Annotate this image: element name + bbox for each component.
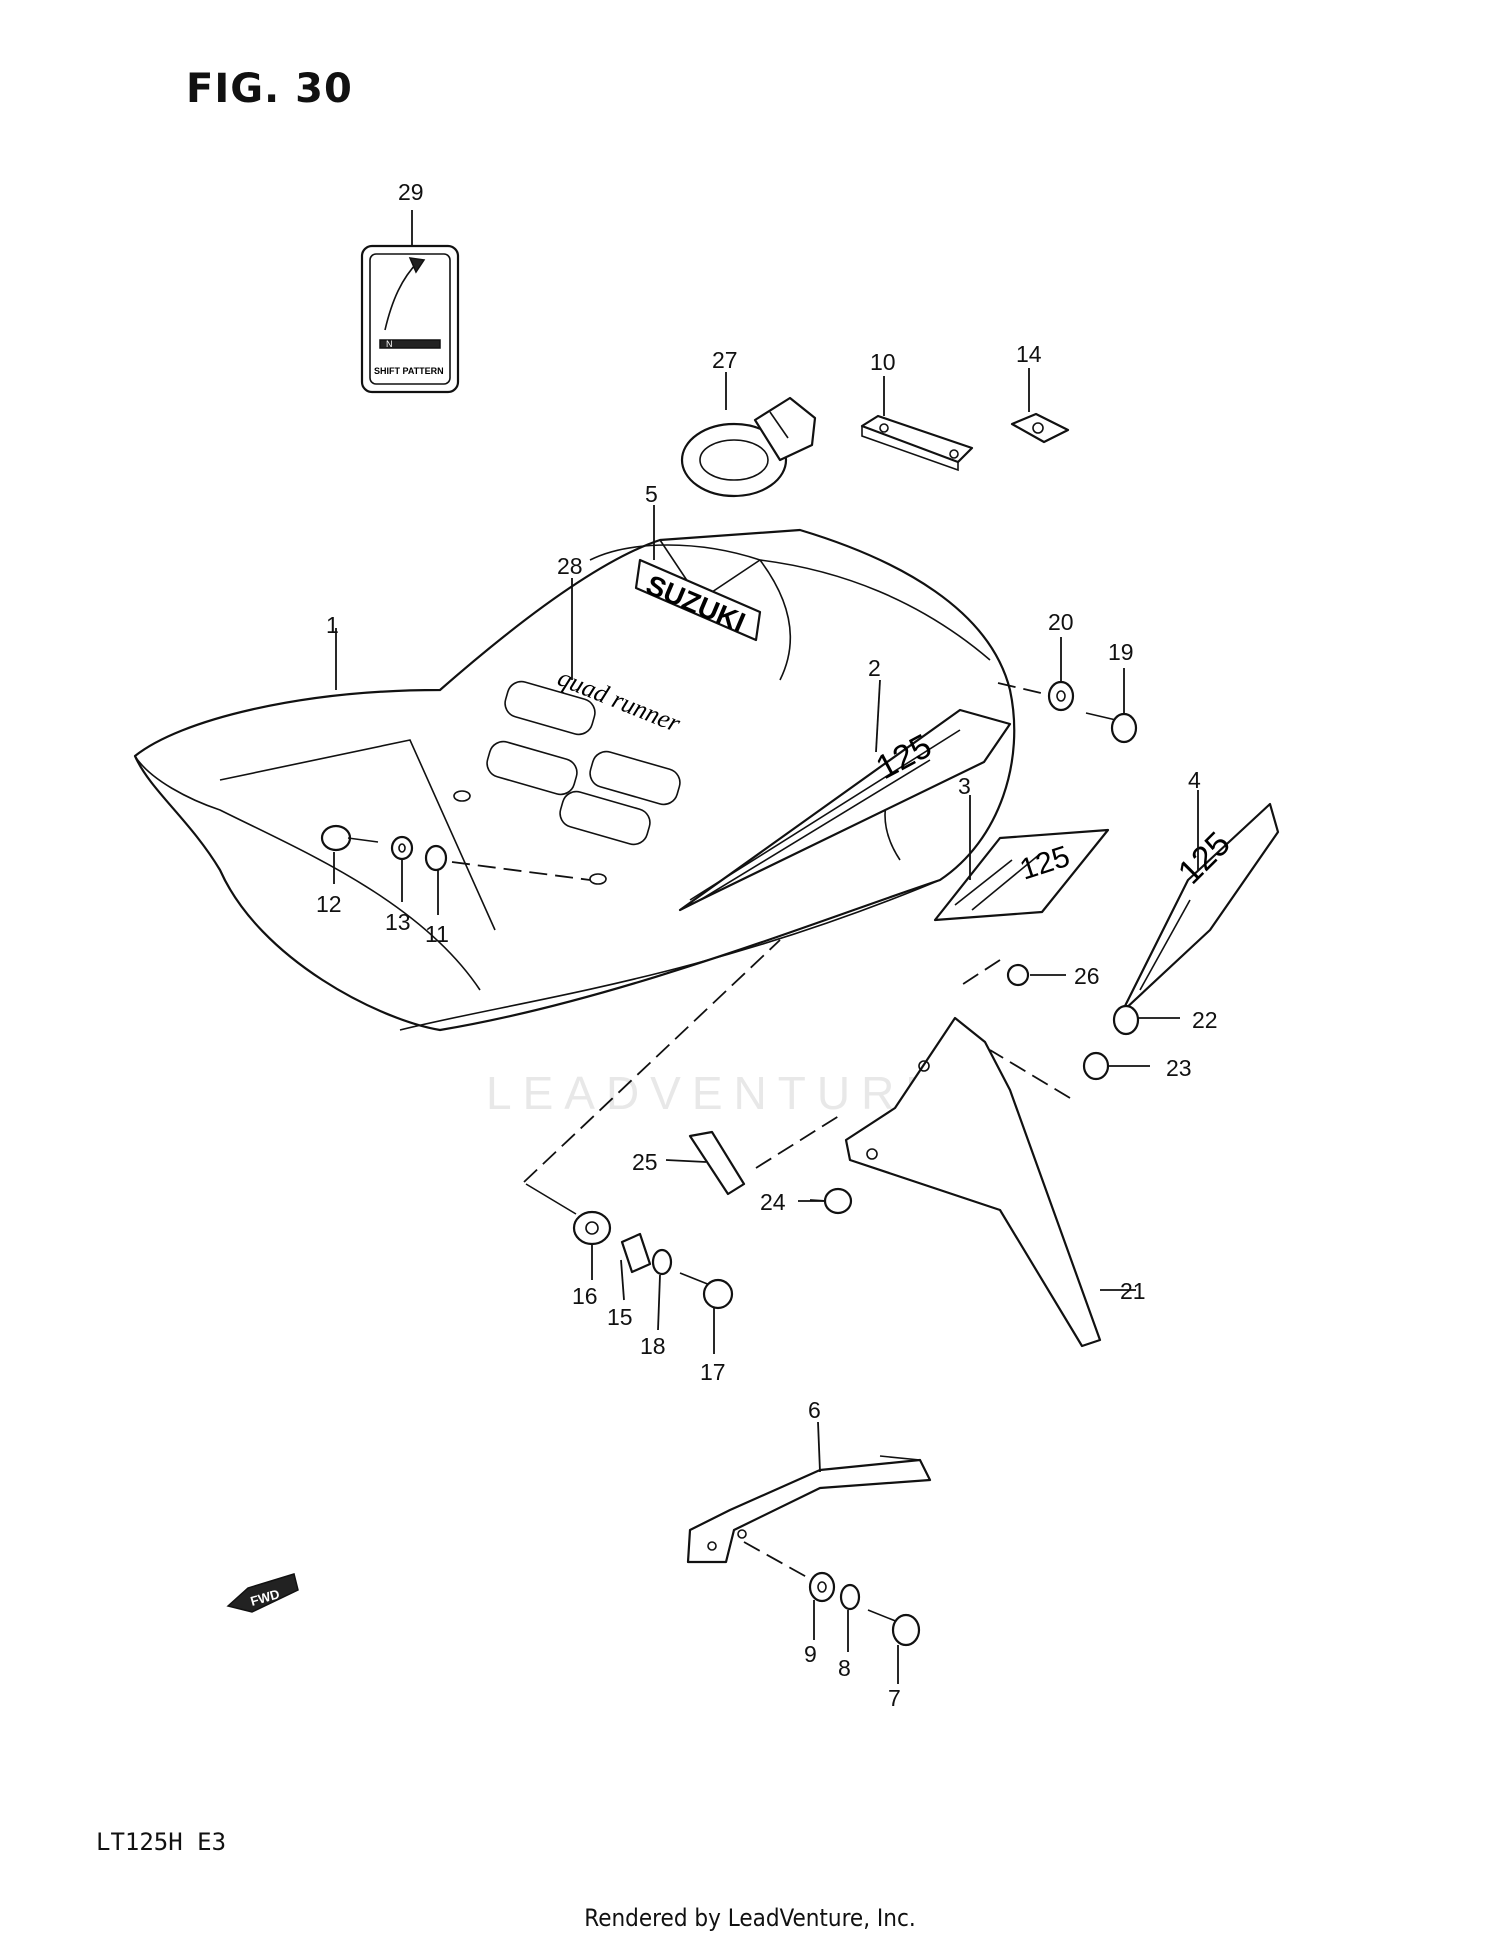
callout-20: 20 <box>1048 609 1074 635</box>
watermark: LEADVENTURE <box>486 1067 947 1119</box>
rear-fender-body[interactable] <box>133 528 1016 1032</box>
rendered-by-footer: Rendered by LeadVenture, Inc. <box>584 1904 916 1932</box>
callout-12: 12 <box>316 891 342 917</box>
collar-11[interactable] <box>424 844 448 872</box>
assembly-line-23 <box>989 1049 1071 1099</box>
shift-pattern-text: SHIFT PATTERN <box>374 366 444 376</box>
shift-pattern-label[interactable]: N SHIFT PATTERN <box>360 244 460 394</box>
callout-10: 10 <box>870 349 896 375</box>
callout-3: 3 <box>958 773 971 799</box>
fwd-arrow-icon: FWD <box>226 1573 299 1613</box>
grommet-16[interactable] <box>572 1210 612 1246</box>
clip-nut[interactable] <box>1010 412 1070 444</box>
figure-title: FIG. 30 <box>186 66 353 112</box>
decal-125-large[interactable]: 125 <box>1120 802 1280 1014</box>
washer-13[interactable] <box>390 835 414 861</box>
washer-20[interactable] <box>1047 680 1075 712</box>
assembly-line-16 <box>523 939 781 1183</box>
callout-18: 18 <box>640 1333 666 1359</box>
bolt-22[interactable] <box>1112 1004 1140 1036</box>
callout-5: 5 <box>645 481 658 507</box>
clip-25[interactable] <box>688 1130 746 1196</box>
callout-2: 2 <box>868 655 881 681</box>
callout-6: 6 <box>808 1397 821 1423</box>
nut-24[interactable] <box>823 1187 853 1215</box>
callout-19: 19 <box>1108 639 1134 665</box>
callout-1: 1 <box>326 612 339 638</box>
assembly-line-9 <box>743 1541 813 1581</box>
washer-9[interactable] <box>808 1571 836 1603</box>
model-code: LT125H E3 <box>96 1828 227 1856</box>
callout-14: 14 <box>1016 341 1042 367</box>
nut-23[interactable] <box>1082 1051 1110 1081</box>
callout-22: 22 <box>1192 1007 1218 1033</box>
callout-23: 23 <box>1166 1055 1192 1081</box>
mud-flap[interactable] <box>844 1016 1102 1348</box>
washer-8[interactable] <box>839 1583 861 1611</box>
callout-4: 4 <box>1188 767 1201 793</box>
callout-24: 24 <box>760 1189 786 1215</box>
decal-125-small[interactable]: 125 <box>933 828 1110 922</box>
bracket-plate[interactable] <box>860 414 974 472</box>
collar-15[interactable] <box>620 1232 652 1274</box>
assembly-line-11 <box>451 861 591 881</box>
callout-15: 15 <box>607 1304 633 1330</box>
bolt-12[interactable] <box>320 824 379 852</box>
callout-21: 21 <box>1120 1278 1146 1304</box>
callout-28: 28 <box>557 553 583 579</box>
callout-16: 16 <box>572 1283 598 1309</box>
bracket-6[interactable] <box>686 1455 932 1564</box>
screw-26[interactable] <box>1006 963 1030 987</box>
assembly-line-25 <box>755 1113 843 1169</box>
callout-25: 25 <box>632 1149 658 1175</box>
assembly-line-16b <box>525 1183 577 1215</box>
assembly-line-26 <box>959 959 1001 987</box>
callout-13: 13 <box>385 909 411 935</box>
side-stripe-125[interactable]: 125 <box>678 708 1012 912</box>
callout-17: 17 <box>700 1359 726 1385</box>
callout-9: 9 <box>804 1641 817 1667</box>
bolt-7[interactable] <box>867 1609 921 1647</box>
callout-27: 27 <box>712 347 738 373</box>
strap-part[interactable] <box>680 396 817 498</box>
callout-11: 11 <box>425 921 449 947</box>
washer-18[interactable] <box>651 1248 673 1276</box>
callout-8: 8 <box>838 1655 851 1681</box>
shift-n-text: N <box>386 339 393 349</box>
assembly-line-20 <box>997 682 1046 695</box>
callout-29: 29 <box>398 179 424 205</box>
callout-7: 7 <box>888 1685 901 1711</box>
bolt-17[interactable] <box>679 1272 734 1310</box>
bolt-19[interactable] <box>1085 712 1138 744</box>
callout-26: 26 <box>1074 963 1100 989</box>
